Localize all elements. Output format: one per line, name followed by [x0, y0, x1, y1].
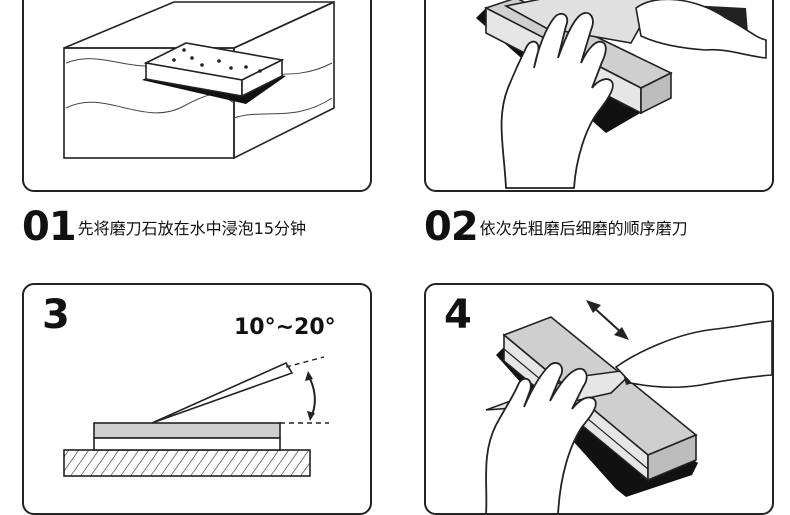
panel-step-3: 3 10°~20° — [22, 283, 372, 515]
right-hand — [635, 0, 767, 59]
stone-bottom — [93, 437, 281, 451]
tank-top — [63, 1, 335, 49]
step-3-number: 3 — [42, 292, 70, 338]
caption-step-1: 01 先将磨刀石放在水中浸泡15分钟 — [22, 204, 306, 250]
knife-blade — [151, 361, 294, 424]
left-hand — [500, 12, 614, 189]
left-hand — [485, 362, 597, 513]
step-1-number: 01 — [22, 204, 77, 250]
stone-top — [93, 422, 281, 439]
panel-step-2 — [424, 0, 774, 192]
angle-illustration — [63, 356, 329, 477]
arrow-down — [307, 411, 315, 421]
water-wave-4 — [233, 97, 333, 119]
hatched-base — [63, 449, 311, 477]
stone-right — [640, 71, 672, 115]
caption-step-2: 02 依次先粗磨后细磨的顺序磨刀 — [424, 204, 688, 250]
water-wave-2 — [65, 93, 235, 114]
motion-arrow-head-2 — [614, 327, 629, 340]
motion-arrow-line — [590, 304, 625, 336]
arrow-up — [305, 371, 313, 381]
step-2-text: 依次先粗磨后细磨的顺序磨刀 — [479, 219, 688, 238]
bubbles — [172, 48, 262, 73]
step-2-number: 02 — [424, 204, 479, 250]
stone-right — [647, 433, 697, 482]
tank-side — [233, 0, 335, 160]
angle-range-label: 10°~20° — [234, 315, 336, 340]
motion-arrow-head-1 — [586, 300, 601, 313]
step-1-text: 先将磨刀石放在水中浸泡15分钟 — [77, 219, 307, 238]
panel-step-4: 4 — [424, 283, 774, 515]
angle-arc — [307, 374, 316, 418]
stroke-illustration — [485, 300, 772, 513]
sharpening-illustration — [476, 0, 767, 189]
stone-right — [241, 58, 283, 98]
panel-step-1 — [22, 0, 372, 192]
soaking-illustration — [63, 0, 335, 160]
step-4-number: 4 — [444, 292, 472, 338]
right-hand — [614, 320, 772, 388]
guide-angle — [285, 356, 325, 368]
